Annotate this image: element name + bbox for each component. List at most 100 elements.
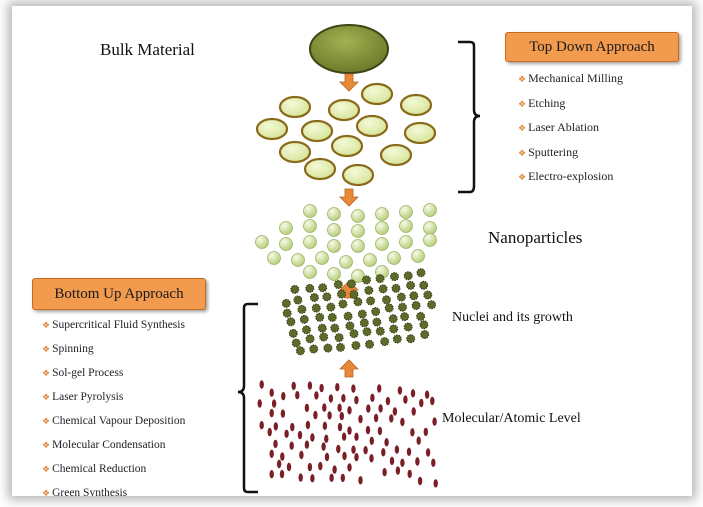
nanoparticle-dot [327,239,341,253]
nucleus-dot [309,344,319,354]
molecule-dot [377,384,382,393]
nucleus-dot [362,327,372,337]
nanoparticle-dot [351,224,365,238]
molecule-dot [370,393,375,402]
particle-ellipse [399,93,433,117]
bottom-up-method-label: Supercritical Fluid Synthesis [52,319,185,331]
down-arrow-icon [339,73,359,92]
nucleus-dot [411,301,421,310]
molecule-dot [259,380,264,389]
molecule-dot [310,474,315,483]
nucleus-dot [391,283,401,293]
molecule-dot [369,436,374,445]
molecule-dot [284,429,289,438]
bottom-up-methods: ❖Supercritical Fluid Synthesis❖Spinning❖… [42,313,185,496]
molecule-dot [369,454,374,463]
top-down-method-label: Etching [528,95,566,110]
nucleus-dot [345,321,355,331]
molecule-dot [397,386,403,395]
top-down-method-item: ❖Laser Ablation [518,115,623,140]
bullet-icon: ❖ [42,320,51,330]
nanoparticle-dot [303,204,317,218]
nanoparticle-dot [279,237,293,251]
molecule-dot [322,403,327,412]
molecule-dot [431,458,436,467]
molecule-dot [389,456,395,466]
molecule-dot [400,417,405,427]
nanoparticle-dot [399,219,413,233]
bottom-up-title: Bottom Up Approach [32,278,206,310]
nanoparticle-dot [327,267,341,281]
top-down-method-item: ❖Etching [518,91,623,116]
molecule-dot [310,433,315,442]
nucleus-dot [382,295,391,305]
nanoparticle-dot [411,249,425,263]
molecule-dot [295,391,300,400]
nucleus-dot [396,292,406,302]
bullet-icon: ❖ [42,392,51,402]
nucleus-dot [288,328,298,338]
nucleus-dot [343,311,353,321]
nucleus-dot [302,325,311,335]
bottom-up-method-label: Molecular Condensation [52,439,166,451]
nanoparticle-dot [303,219,317,233]
diagram-frame: Bulk Material Nanoparticles Nuclei and i… [12,6,692,496]
molecule-dot [381,448,386,457]
nucleus-dot [392,334,402,344]
nucleus-dot [406,334,416,344]
top-down-method-label: Sputtering [528,144,579,159]
molecule-dot [324,452,330,462]
molecule-dot [339,411,344,421]
nucleus-dot [365,339,374,349]
molecule-dot [347,426,352,435]
bullet-icon: ❖ [518,74,527,84]
nanoparticles-label: Nanoparticles [488,228,583,247]
bottom-up-method-label: Chemical Vapour Deposition [52,415,186,427]
molecule-dot [314,391,319,400]
nucleus-dot [406,280,416,290]
top-down-method-label: Mechanical Milling [528,71,624,85]
nanoparticle-dot [315,251,329,265]
nucleus-dot [282,308,292,318]
nanoparticle-dot [363,253,377,267]
nanoparticle-dot [399,235,413,249]
molecule-dot [337,403,342,412]
nanoparticle-dot [267,251,281,265]
bullet-icon: ❖ [518,147,527,158]
molecule-dot [358,476,363,485]
bottom-up-method-item: ❖Molecular Condensation [42,433,185,457]
nanoparticle-dot [303,265,317,279]
bottom-up-method-item: ❖Spinning [42,337,185,361]
nucleus-dot [291,338,301,348]
molecule-dot [365,425,371,435]
particle-ellipse [327,98,361,122]
molecule-dot [271,399,277,408]
nanoparticle-dot [351,239,365,253]
nucleus-dot [351,341,361,350]
nucleus-dot [362,275,371,285]
molecule-dot [341,394,346,403]
molecule-dot [286,462,292,472]
nucleus-dot [416,311,426,321]
molecular-level-label: Molecular/Atomic Level [442,411,581,426]
molecule-dot [415,457,420,466]
molecule-dot [321,442,326,451]
bullet-icon: ❖ [518,98,527,109]
nucleus-dot [409,291,419,301]
molecule-dot [432,417,437,426]
bullet-icon: ❖ [518,172,527,182]
molecule-dot [307,381,313,390]
nucleus-dot [375,274,385,284]
nucleus-dot [359,318,369,328]
particle-ellipse [300,119,334,143]
molecule-dot [273,439,278,449]
particle-ellipse [278,95,312,119]
molecule-dot [354,453,359,462]
nucleus-dot [326,302,336,312]
nucleus-dot [299,314,309,324]
bottom-up-method-label: Chemical Reduction [52,463,147,475]
nanoparticle-dot [387,251,401,265]
nanoparticle-dot [423,221,437,235]
down-arrow-icon [339,188,359,207]
nucleus-dot [322,292,332,302]
